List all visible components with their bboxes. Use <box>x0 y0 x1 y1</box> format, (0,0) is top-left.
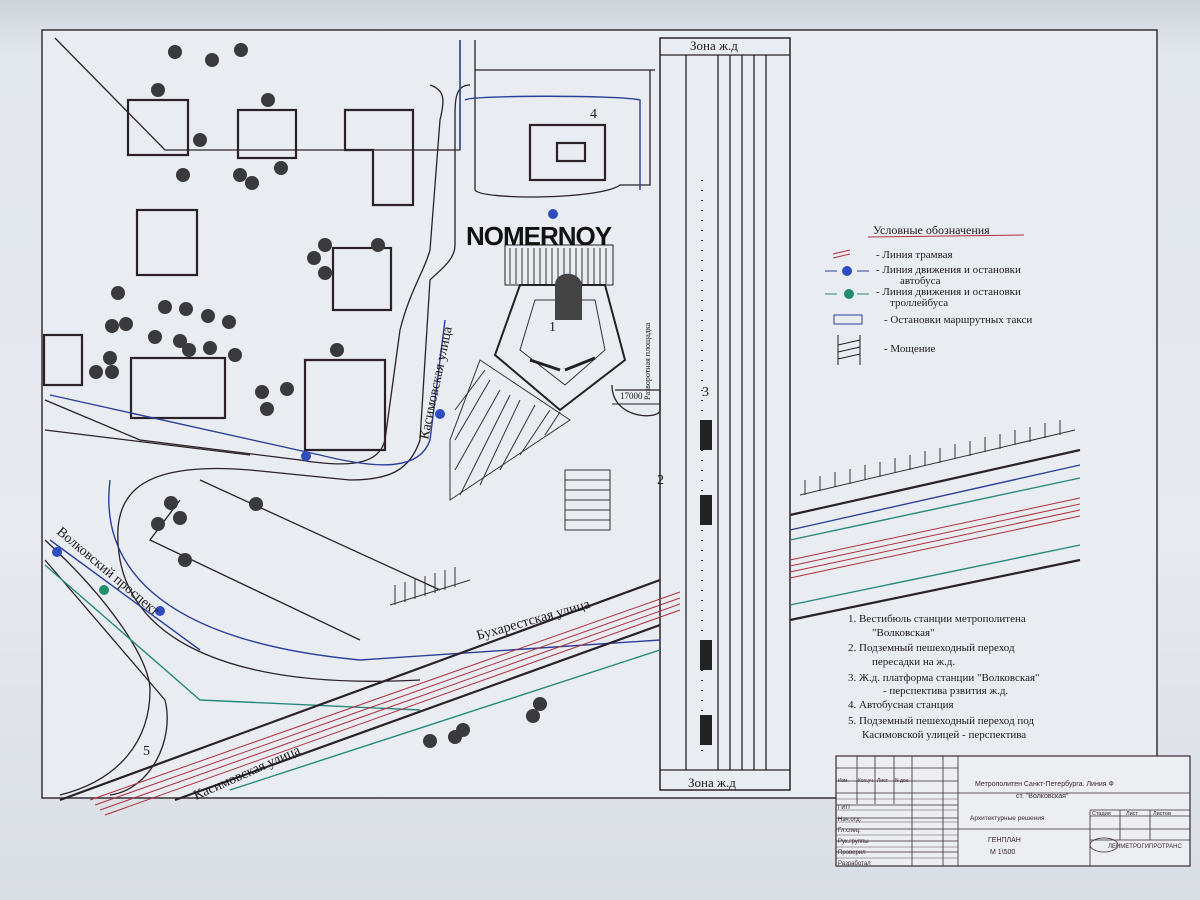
street-curbs <box>44 37 655 796</box>
tb-col-ndok: N док. <box>895 778 909 784</box>
legend-bus-cont: автобуса <box>900 275 941 287</box>
trees <box>89 43 547 748</box>
bus-stops <box>52 209 558 616</box>
tram-lines <box>89 497 1081 816</box>
tb-role-nach: Нач.отд. <box>838 817 862 823</box>
marker-2: 2 <box>657 473 664 488</box>
note-1-cont: "Волковская" <box>872 627 935 639</box>
legend-trolleybus-cont: троллейбуса <box>890 297 948 309</box>
trolleybus-stop-icon <box>825 289 869 299</box>
tb-role-proveril: Проверил <box>838 850 866 856</box>
marker-4: 4 <box>590 107 597 122</box>
legend-bus: - Линия движения и остановки <box>876 264 1021 276</box>
tb-role-razrabotal: Разработал <box>838 861 871 867</box>
tb-col-list: Лист <box>877 778 889 784</box>
tb-role-glspec: Гл.спец. <box>838 828 861 834</box>
note-3-cont: - перспектива рзвития ж.д. <box>883 685 1008 697</box>
turnaround-label: Разворотная площадка <box>643 322 652 400</box>
legend-taxi: - Остановки маршрутных такси <box>884 314 1032 326</box>
tb-role-gip: ГИП <box>838 805 850 811</box>
taxi-stop-icon <box>833 314 863 325</box>
bus-stop-icon <box>825 266 869 276</box>
note-5-cont: Касимовской улицей - перспектива <box>862 729 1026 741</box>
marker-3: 3 <box>702 385 709 400</box>
tb-col-koluch: Кол.уч <box>858 778 873 784</box>
tb-scale: М 1\500 <box>990 849 1015 856</box>
note-1: 1. Вестибюль станции метрополитена <box>848 613 1026 625</box>
title-block: Изм. Кол.уч Лист N док. ГИП Нач.отд. Гл.… <box>835 755 1191 867</box>
tb-col-izm: Изм. <box>838 778 849 784</box>
turnaround-area <box>611 384 661 417</box>
company-logo-icon <box>1089 837 1119 853</box>
note-2: 2. Подземный пешеходный переход <box>848 642 1015 654</box>
legend-trolleybus: - Линия движения и остановки <box>876 286 1021 298</box>
tb-sheet-title: ГЕНПЛАН <box>988 837 1021 844</box>
tb-project-line2: ст. "Волковская" <box>1016 793 1069 800</box>
note-3: 3. Ж.д. платформа станции "Волковская" <box>848 672 1040 684</box>
metro-vestibule <box>493 244 627 412</box>
watermark: NOMERNOY <box>466 221 612 251</box>
rail-zone-label-bottom: Зона ж.д <box>688 775 736 790</box>
legend-paving: - Мощение <box>884 343 936 355</box>
tb-section: Архитектурные решения <box>970 815 1045 822</box>
tb-sheets: Листов <box>1153 811 1171 817</box>
legend: Условные обозначения - Линия трамвая - Л… <box>825 223 1032 365</box>
paving-icon <box>837 335 861 365</box>
tb-company: ЛЕНМЕТРОГИПРОТРАНС <box>1108 844 1182 850</box>
paving <box>389 359 1076 606</box>
tb-project-line1: Метрополитен Санкт-Петербурга. Линия Ф <box>975 780 1114 788</box>
tb-sheet: Лист <box>1126 811 1138 817</box>
tb-role-ruk: Рук.группы <box>838 839 869 845</box>
marker-1: 1 <box>549 320 556 335</box>
note-2-cont: пересадки на ж.д. <box>872 656 955 668</box>
dimension-label: 17000 <box>620 391 643 401</box>
marker-5: 5 <box>143 744 150 759</box>
legend-tram: - Линия трамвая <box>876 249 953 261</box>
tram-line-icon <box>832 249 851 259</box>
note-5: 5. Подземный пешеходный переход под <box>848 715 1034 727</box>
railway-zone <box>659 37 791 791</box>
note-4: 4. Автобусная станция <box>848 699 954 711</box>
trolleybus-stop <box>99 585 109 595</box>
legend-title: Условные обозначения <box>873 223 990 237</box>
tb-stage: Стадия <box>1092 811 1111 817</box>
rail-zone-label-top: Зона ж.д <box>690 38 738 53</box>
notes-list: 1. Вестибюль станции метрополитена "Волк… <box>848 613 1040 741</box>
